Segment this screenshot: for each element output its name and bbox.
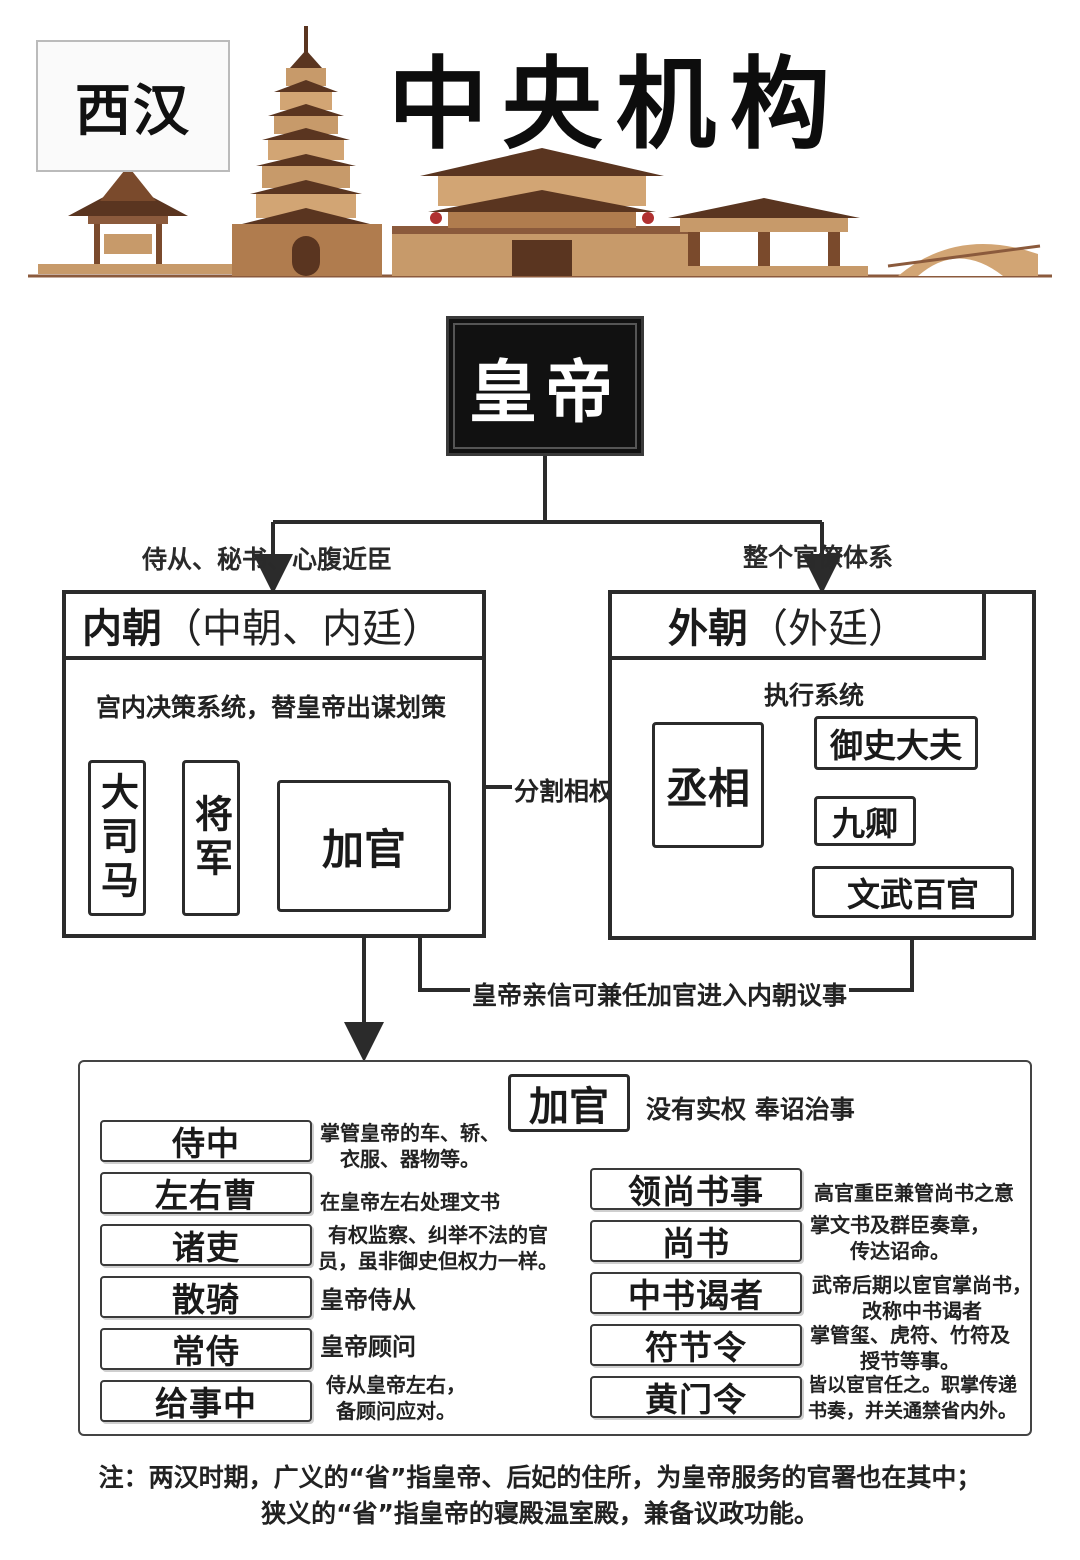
footnote-line-1: 注：两汉时期，广义的“省”指皇帝、后妃的住所，为皇帝服务的官署也在其中； [98,1463,982,1492]
office-huangmenling-desc: 皆以宦官任之。职掌传递 书奏，并关通禁省内外。 [808,1374,1018,1422]
general-box: 将军 [182,760,240,916]
office-jishizhong-desc: 侍从皇帝左右， 备顾问应对。 [326,1373,466,1423]
office-zhongshuyezhe: 中书谒者 [590,1272,802,1315]
added-offices-title: 加官 [508,1074,630,1132]
outer-court-description: 执行系统 [764,681,865,710]
split-power-label: 分割相权 [512,772,617,808]
added-offices-panel [78,1060,1032,1436]
office-shizhong-desc: 掌管皇帝的车、轿、 衣服、器物等。 [320,1121,500,1171]
inner-court-header: 内朝 （中朝、内廷） [62,590,486,660]
added-office-box: 加官 [277,780,451,912]
ancient-architecture-illustration [28,26,1052,278]
archway-illustration [648,198,868,276]
office-changshi: 常侍 [100,1328,312,1371]
office-zuoyoucao-desc: 在皇帝左右处理文书 [320,1190,500,1214]
office-changshi-desc: 皇帝顾问 [320,1333,416,1361]
emperor-box: 皇帝 [446,316,644,456]
office-jishizhong: 给事中 [100,1380,312,1423]
era-label: 西汉 [75,77,191,144]
concurrent-label: 皇帝亲信可兼任加官进入内朝议事 [470,976,850,1012]
emperor-label: 皇帝 [468,352,621,433]
era-label-box: 西汉 [36,40,230,172]
office-zhongshuyezhe-desc: 武帝后期以宦官掌尚书， 改称中书谒者 [812,1273,1032,1323]
chancellor-box: 丞相 [652,722,764,848]
office-shangshu: 尚书 [590,1220,802,1263]
office-zhuli: 诸吏 [100,1224,312,1267]
office-lingshangshushi-desc: 高官重臣兼管尚书之意 [814,1181,1014,1205]
added-offices-subtitle: 没有实权 奉诏治事 [646,1095,855,1124]
office-huangmenling: 黄门令 [590,1376,802,1419]
inner-branch-label: 侍从、秘书、心腹近臣 [142,545,393,574]
main-title: 中央机构 [388,45,844,163]
office-sanji: 散骑 [100,1276,312,1319]
title-banner: 西汉 中央机构 [28,26,1052,282]
inner-court-description: 宫内决策系统，替皇帝出谋划策 [96,693,447,722]
inner-court-title: 内朝 [82,606,162,652]
office-zhuli-desc: 有权监察、纠举不法的官 员，虽非御史但权力一样。 [318,1223,558,1273]
outer-branch-label: 整个官僚体系 [743,543,894,572]
office-fujieling-desc: 掌管玺、虎符、竹符及 授节等事。 [810,1323,1010,1373]
office-shizhong: 侍中 [100,1120,312,1163]
inner-court-alias: （中朝、内廷） [162,606,442,652]
censor-box: 御史大夫 [814,716,978,770]
outer-court-alias: （外廷） [748,606,908,652]
pagoda-illustration [232,26,382,276]
arch-bridge-illustration [887,243,1041,276]
outer-court-header: 外朝 （外廷） [608,590,986,660]
palace-gate-illustration [392,148,692,276]
grand-marshal-box: 大司马 [88,760,146,916]
office-shangshu-desc: 掌文书及群臣奏章， 传达诏命。 [810,1213,990,1263]
office-sanji-desc: 皇帝侍从 [320,1286,416,1314]
outer-court-title: 外朝 [668,606,748,652]
office-fujieling: 符节令 [590,1324,802,1367]
officials-box: 文武百官 [812,866,1014,918]
office-zuoyoucao: 左右曹 [100,1172,312,1215]
pavilion-illustration [38,166,248,274]
office-lingshangshushi: 领尚书事 [590,1168,802,1211]
footnote-line-2: 狭义的“省”指皇帝的寝殿温室殿，兼备议政功能。 [261,1499,819,1528]
nine-ministers-box: 九卿 [814,796,916,846]
